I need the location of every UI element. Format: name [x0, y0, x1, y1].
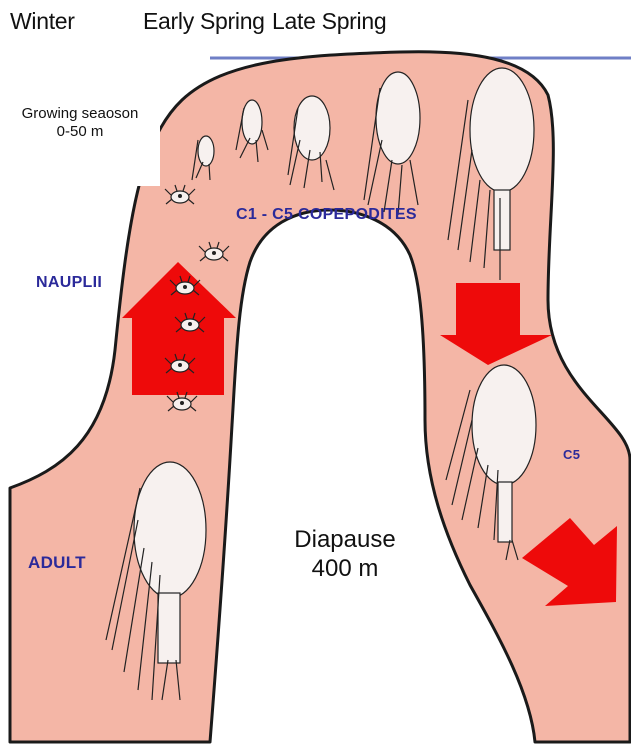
diapause-label: Diapause 400 m	[280, 526, 410, 584]
season-early-spring: Early Spring	[143, 8, 265, 35]
adult-label: ADULT	[28, 553, 86, 573]
season-winter: Winter	[10, 8, 75, 35]
diapause-line1: Diapause	[280, 526, 410, 555]
season-late-spring: Late Spring	[272, 8, 386, 35]
growing-season-line2: 0-50 m	[18, 123, 142, 141]
c5-label: C5	[563, 447, 580, 462]
growing-season-line1: Growing seaoson	[18, 105, 142, 123]
growing-season-label: Growing seaoson 0-50 m	[18, 105, 142, 141]
copepodites-label: C1 - C5 COPEPODITES	[236, 206, 417, 224]
diapause-line2: 400 m	[280, 555, 410, 584]
nauplii-label: NAUPLII	[36, 274, 102, 292]
